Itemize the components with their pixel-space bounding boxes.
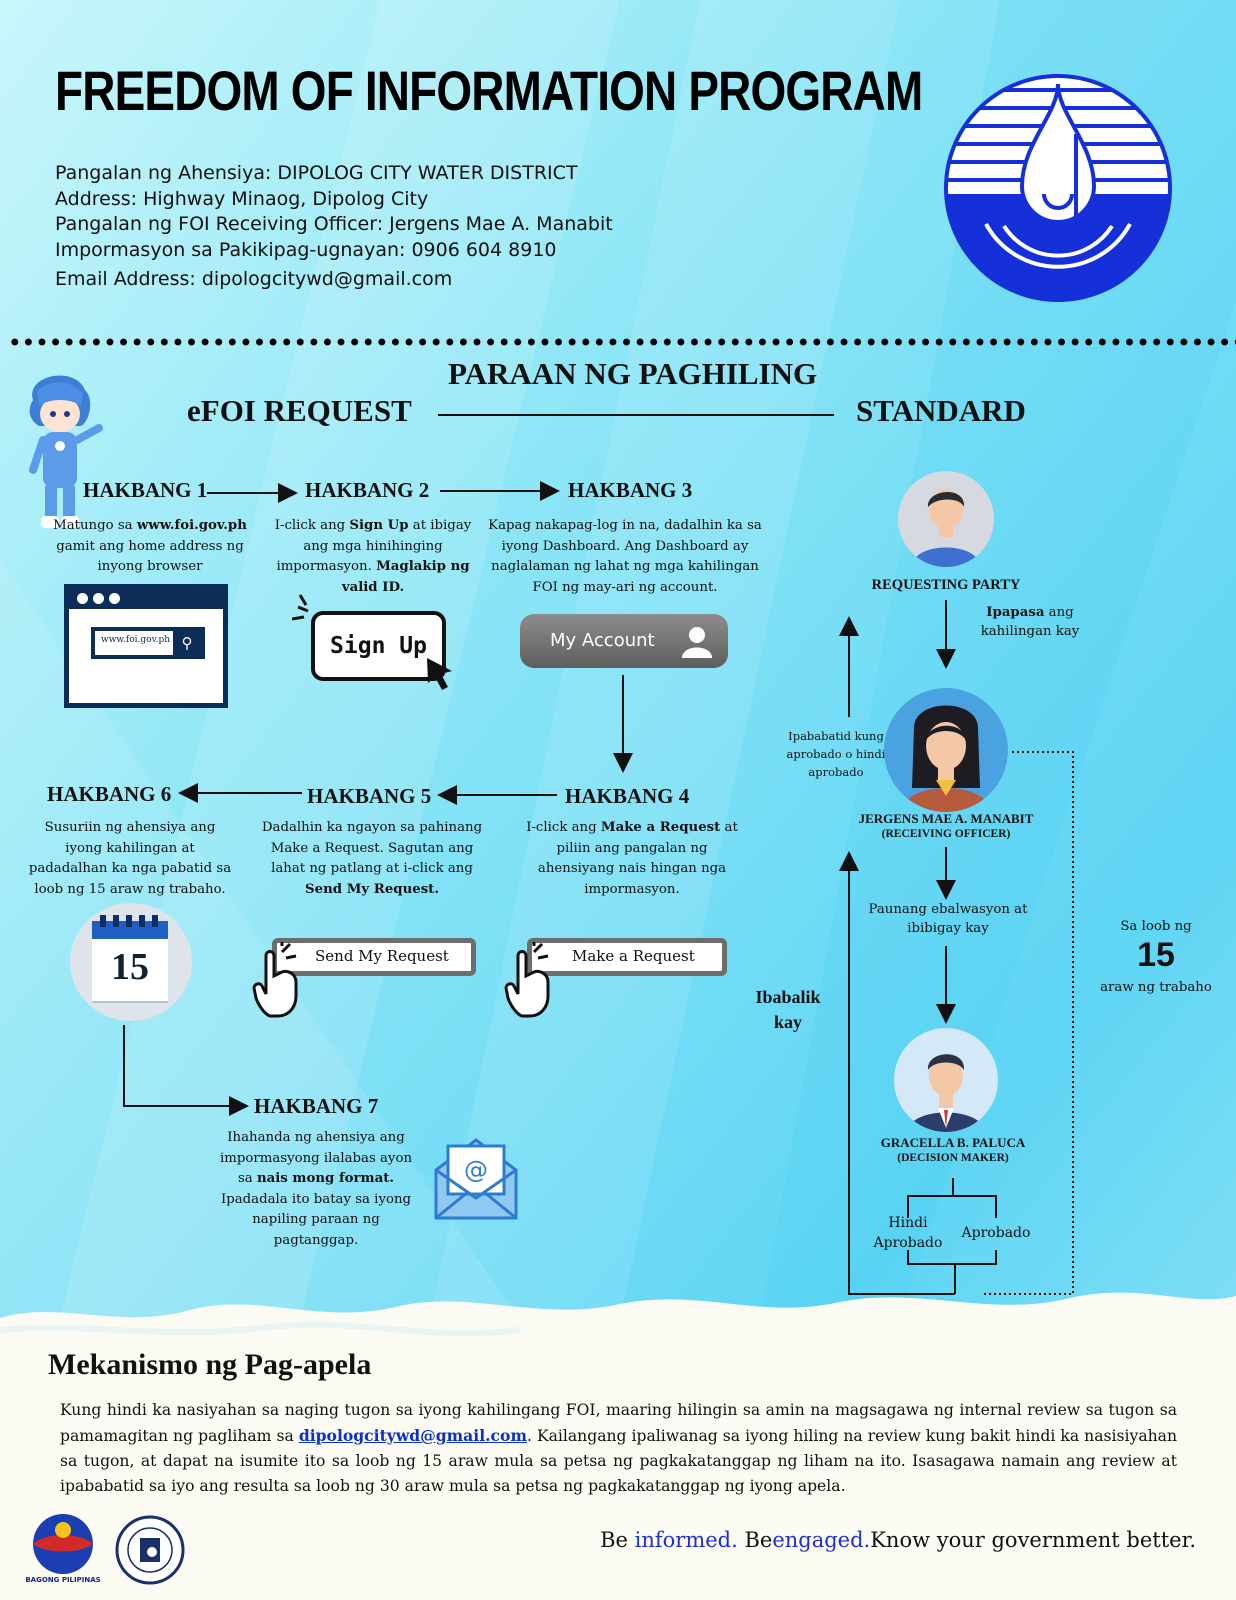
- cursor-icon: [292, 594, 452, 690]
- receiving-officer-role: (RECEIVING OFFICER): [881, 828, 1011, 840]
- agency-name: Pangalan ng Ahensiya: DIPOLOG CITY WATER…: [55, 162, 578, 184]
- appeal-email-link[interactable]: dipologcitywd@gmail.com: [298, 1426, 527, 1445]
- sign-up-button-label: Sign Up: [330, 633, 427, 659]
- make-a-request-button[interactable]: Make a Request: [527, 938, 727, 976]
- step-5-label: HAKBANG 5: [307, 784, 432, 808]
- browser-icon: www.foi.gov.ph ⚲: [64, 584, 228, 708]
- envelope-icon: @: [434, 1138, 518, 1220]
- send-my-request-label: Send My Request: [315, 947, 449, 965]
- step-3-description: Kapag nakapag-log in na, dadalhin ka sa …: [488, 518, 762, 595]
- standard-title: STANDARD: [856, 393, 1026, 428]
- tap-hand-icon: [252, 942, 298, 1018]
- hindi-aprobado-label: Hindi Aprobado: [873, 1215, 943, 1251]
- section-title: PARAAN NG PAGHILING: [448, 356, 818, 391]
- send-my-request-button[interactable]: Send My Request: [272, 938, 476, 976]
- calendar-rings: [100, 915, 162, 927]
- sa-loob-label: Sa loob ng: [1120, 919, 1192, 934]
- person-avatar: [912, 489, 980, 567]
- title-divider-line: [438, 414, 834, 416]
- person-avatar: [908, 1054, 984, 1132]
- efoi-title: eFOI REQUEST: [187, 393, 412, 428]
- calendar-day: 15: [111, 946, 149, 988]
- svg-text:@: @: [464, 1156, 488, 1184]
- water-district-logo: [944, 74, 1172, 302]
- sign-up-button[interactable]: Sign Up: [311, 611, 446, 681]
- step-2-label: HAKBANG 2: [305, 478, 430, 502]
- step-7-label: HAKBANG 7: [254, 1094, 379, 1118]
- agency-address: Address: Highway Minaog, Dipolog City: [55, 188, 429, 210]
- mascot: [29, 375, 103, 528]
- foi-officer: Pangalan ng FOI Receiving Officer: Jerge…: [55, 213, 613, 235]
- browser-url: www.foi.gov.ph: [101, 635, 171, 645]
- step-4-description: I-click ang Make a Request at piliin ang…: [526, 820, 738, 897]
- aprobado-label: Aprobado: [961, 1225, 1031, 1241]
- email-address: Email Address: dipologcitywd@gmail.com: [55, 268, 453, 290]
- appeal-title: Mekanismo ng Pag-apela: [48, 1348, 372, 1381]
- foi-philippines-seal: [115, 1515, 185, 1585]
- step-7-description: Ihahanda ng ahensiya ang impormasyong il…: [219, 1130, 413, 1248]
- make-a-request-label: Make a Request: [572, 947, 695, 965]
- dotted-divider: [8, 338, 1236, 346]
- paunang-label: Paunang ebalwasyon at ibibigay kay: [868, 902, 1028, 936]
- decision-maker-name: GRACELLA B. PALUCA: [880, 1135, 1026, 1150]
- days-count: 15: [1137, 936, 1175, 974]
- requesting-party-avatar: [898, 471, 994, 567]
- contact-info: Impormasyon sa Pakikipag-ugnayan: 0906 6…: [55, 239, 557, 261]
- my-account-button[interactable]: My Account: [520, 614, 728, 668]
- step-1-label: HAKBANG 1: [83, 478, 208, 502]
- step-1-description: Matungo sa www.foi.gov.ph gamit ang home…: [53, 518, 247, 574]
- browser-titlebar: [69, 589, 223, 609]
- step-3-label: HAKBANG 3: [568, 478, 693, 502]
- person-avatar: [902, 705, 990, 812]
- my-account-label: My Account: [550, 630, 655, 651]
- araw-label: araw ng trabaho: [1100, 980, 1212, 995]
- calendar-page: 15: [92, 921, 168, 1001]
- step-2-description: I-click ang Sign Up at ibigay ang mga hi…: [274, 518, 472, 595]
- receiving-officer-avatar: [884, 688, 1008, 812]
- ipababatid-label: Ipababatid kung aprobado o hindi aprobad…: [786, 729, 886, 779]
- receiving-officer-name: JERGENS MAE A. MANABIT: [858, 811, 1034, 826]
- search-icon: ⚲: [173, 631, 201, 655]
- decision-maker-role: (DECISION MAKER): [897, 1152, 1009, 1164]
- svg-text:BAGONG PILIPINAS: BAGONG PILIPINAS: [26, 1576, 100, 1584]
- bagong-pilipinas-logo: BAGONG PILIPINAS: [26, 1514, 100, 1584]
- browser-address-bar: www.foi.gov.ph ⚲: [91, 627, 205, 659]
- user-icon: [682, 627, 712, 658]
- ibabalik-label: Ibabalik kay: [755, 987, 821, 1032]
- tap-hand-icon: [504, 942, 550, 1018]
- step-5-description: Dadalhin ka ngayon sa pahinang Make a Re…: [261, 820, 483, 897]
- requesting-party-label: REQUESTING PARTY: [871, 577, 1021, 593]
- tagline: Be informed. Beengaged.Know your governm…: [600, 1528, 1196, 1552]
- step-4-label: HAKBANG 4: [565, 784, 690, 808]
- ipapasa-label: Ipapasa ang kahilingan kay: [980, 605, 1080, 639]
- decision-maker-avatar: [894, 1028, 998, 1132]
- step-6-label: HAKBANG 6: [47, 782, 172, 806]
- calendar-icon: 15: [70, 903, 192, 1021]
- step-6-description: Susuriin ng ahensiya ang iyong kahilinga…: [28, 820, 232, 897]
- page-title: FREEDOM OF INFORMATION PROGRAM: [55, 59, 923, 122]
- appeal-text: Kung hindi ka nasiyahan sa naging tugon …: [60, 1401, 1177, 1495]
